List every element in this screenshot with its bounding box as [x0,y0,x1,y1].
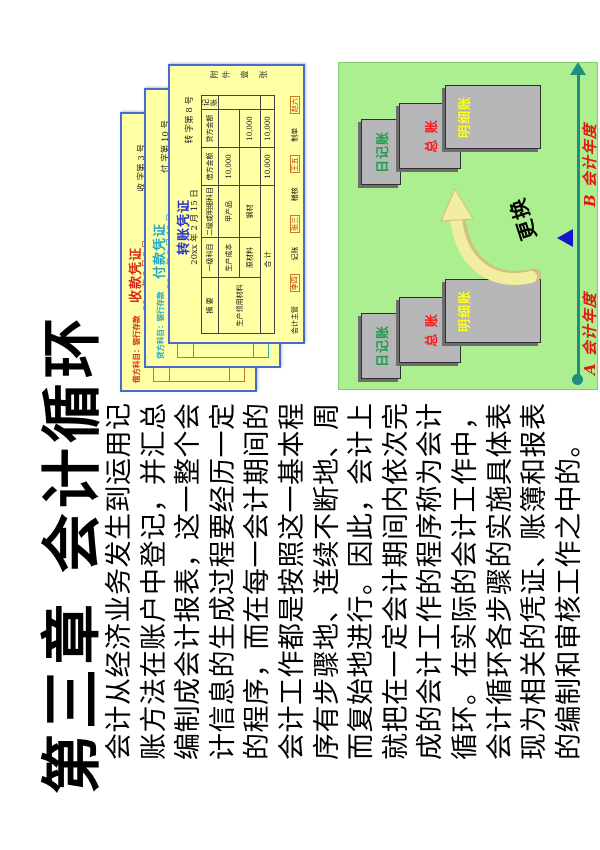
cell-credit: 10,000 [239,109,261,148]
signature-stamp: 张三 [289,214,300,233]
voucher-date: 20xx 年 2 月 15 日 [190,189,200,265]
table-header-row: 摘 要 一级科目 二级或明细科目 借方金额 贷方金额 记 账 [201,95,219,334]
cell-total-posted [260,95,275,110]
year-a-label: A 会计年度 [581,292,599,375]
cell-debit [239,147,261,186]
body-line: 会计工作都是按照这一基本程 [276,402,308,761]
signature-stamp: 李四 [289,274,300,293]
book-journal-year-a: 日记账 [361,313,401,379]
book-label: 明细账 [458,96,473,139]
cell-level1: 生产成本 [218,237,240,278]
signature-stamp: 赵六 [289,96,300,115]
timeline-arrowhead-icon [570,62,586,75]
body-line: 成的会计工作的程序称为会计 [415,402,447,761]
table-row: 生产领用材料 生产成本 甲产品 10,000 [218,95,261,334]
year-b-label: B 会计年度 [581,123,599,207]
body-line: 会计循环各步骤的实施具体表 [484,402,516,761]
cell-level2: 甲产品 [218,185,240,238]
cell-total-debit: 10,000 [260,147,275,186]
cell-summary: 生产领用材料 [218,277,261,334]
voucher-signature-row: 会计主管 李四 记账 张三 稽核 王五 制单 赵六 [289,96,300,334]
body-line: 计信息的生成过程要经历一定 [207,402,239,761]
body-line: 账方法在账户中登记，并汇总 [138,402,170,761]
cell-level2: 钢材 [239,185,261,238]
voucher-transfer: 转账凭证 20xx 年 2 月 15 日 转 字第 8 号 附件 壹 张 摘 要… [168,64,305,344]
col-header-level2: 二级或明细科目 [201,185,219,238]
body-line: 编制成会计报表，这一整个会 [173,402,205,761]
voucher-entry-table: 摘 要 一级科目 二级或明细科目 借方金额 贷方金额 记 账 生产领用材料 生产… [201,95,275,334]
col-header-posted: 记 账 [201,95,219,110]
body-line: 会计从经济业务发生到运用记 [104,402,135,761]
cell-level1: 原材料 [239,237,261,278]
book-label: 明细账 [458,290,473,333]
body-line: 现为相关的凭证、账簿和报表 [519,402,551,761]
body-line: 就把在一定会计期间内依次完 [380,402,412,761]
book-label: 日记账 [375,131,391,174]
voucher-attachment-note: 附件 壹 张 [210,70,272,79]
signature-label: 记账 [290,246,299,261]
book-journal-year-b: 日记账 [361,119,401,185]
col-header-credit: 贷方金额 [201,109,219,148]
timeline-start-dot [572,374,583,385]
cell-posted [218,95,261,110]
swap-arrow-icon [440,187,541,285]
cell-total-credit: 10,000 [260,109,275,148]
body-line: 的程序，而在每一会计期间的 [242,402,274,761]
body-line: 而复始地进行。因此，会计上 [346,402,378,761]
cell-credit [218,109,240,148]
signature-stamp: 王五 [289,155,300,174]
body-line: 序有步骤地、连续不断地、周 [311,402,343,761]
body-line: 循环。在实际的会计工作中， [449,402,481,761]
voucher-number: 转 字第 8 号 [185,96,195,144]
cell-total-label: 合 计 [260,185,275,334]
book-subsidiary-ledger-year-b: 明细账 [445,85,541,149]
signature-label: 稽核 [290,187,299,202]
year-boundary-marker-icon [557,229,573,247]
col-header-level1: 一级科目 [201,237,219,278]
body-paragraph: 会计从经济业务发生到运用记 账方法在账户中登记，并汇总 编制成会计报表，这一整个… [103,398,587,761]
book-label: 总 账 [424,119,440,153]
cell-debit: 10,000 [218,147,240,186]
slide-title: 第三章 会计循环 [38,313,108,794]
ledger-diagram-panel: 日记账 总 账 明细账 日记账 总 账 明细账 更换 [338,62,599,390]
signature-label: 制单 [290,127,299,142]
book-label: 日记账 [375,325,391,368]
body-line: 的编制和审核工作之中的。 [553,430,585,760]
col-header-summary: 摘 要 [201,277,219,334]
signature-label: 会计主管 [290,306,299,334]
book-label: 总 账 [424,313,440,347]
col-header-debit: 借方金额 [201,147,219,186]
table-total-row: 合 计 10,000 10,000 [260,95,275,334]
